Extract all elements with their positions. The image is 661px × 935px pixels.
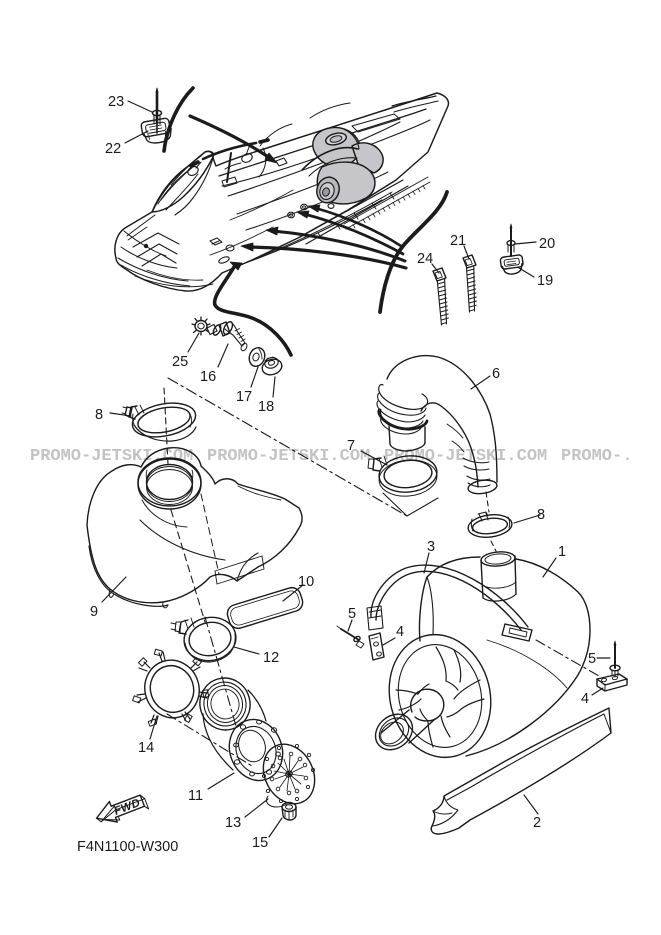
svg-text:PROMO-JETSKI.COM: PROMO-JETSKI.COM (30, 447, 193, 466)
svg-text:22: 22 (105, 141, 121, 157)
svg-text:16: 16 (200, 369, 216, 385)
svg-text:11: 11 (188, 788, 203, 804)
svg-text:PROMO-JETSKI.COM: PROMO-JETSKI.COM (207, 447, 370, 466)
svg-text:14: 14 (138, 740, 154, 756)
svg-text:25: 25 (172, 354, 188, 370)
svg-text:17: 17 (236, 389, 252, 405)
svg-text:9: 9 (90, 604, 98, 620)
svg-text:8: 8 (537, 507, 545, 523)
svg-text:5: 5 (588, 651, 596, 667)
svg-text:1: 1 (558, 544, 566, 560)
svg-text:21: 21 (450, 233, 466, 249)
svg-text:18: 18 (258, 399, 274, 415)
svg-text:20: 20 (539, 236, 555, 252)
svg-text:7: 7 (347, 438, 355, 454)
svg-text:4: 4 (396, 624, 404, 640)
svg-text:13: 13 (225, 815, 241, 831)
svg-text:19: 19 (537, 273, 553, 289)
svg-text:23: 23 (108, 94, 124, 110)
svg-text:PROMO-.: PROMO-. (561, 447, 632, 466)
svg-text:5: 5 (348, 606, 356, 622)
svg-text:24: 24 (417, 251, 433, 267)
svg-text:12: 12 (263, 650, 279, 666)
svg-text:6: 6 (492, 366, 500, 382)
svg-text:PROMO-JETSKI.COM: PROMO-JETSKI.COM (384, 447, 547, 466)
svg-text:2: 2 (533, 815, 541, 831)
svg-text:15: 15 (252, 835, 268, 851)
svg-text:4: 4 (581, 691, 589, 707)
svg-text:3: 3 (427, 539, 435, 555)
svg-text:F4N1100-W300: F4N1100-W300 (77, 839, 178, 855)
svg-text:10: 10 (298, 574, 314, 590)
svg-text:8: 8 (95, 407, 103, 423)
